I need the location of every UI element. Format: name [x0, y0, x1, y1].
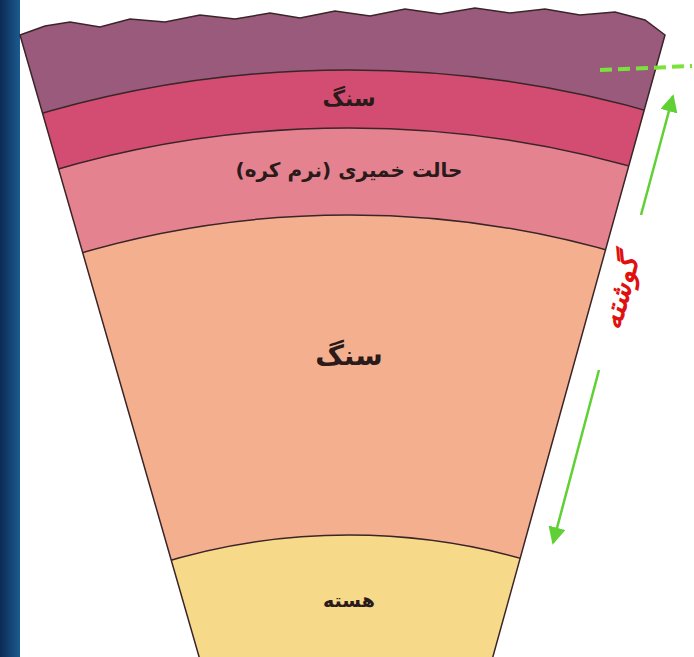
mantle-band: [0, 215, 694, 657]
band-node: سنگ: [307, 337, 391, 374]
core-band-label: هسته: [323, 589, 375, 611]
rock-band: [0, 70, 694, 657]
rock-band-label: سنگ: [322, 86, 375, 111]
side-strip: [0, 0, 20, 657]
band-node: حالت خمیری (نرم کره): [227, 156, 470, 184]
wedge-outline: [20, 8, 665, 657]
band-node: هسته: [315, 587, 383, 613]
dashed-marker: [600, 66, 692, 70]
asthenosphere-band-label: حالت خمیری (نرم کره): [235, 158, 462, 182]
bracket-arrow: [641, 96, 673, 215]
mantle-bracket-label: گوشته: [594, 252, 645, 333]
asthenosphere-band: [0, 128, 694, 657]
core-band: [0, 535, 694, 657]
mantle-band-label: سنگ: [315, 339, 383, 372]
band-node: سنگ: [314, 84, 383, 113]
bracket-arrow: [553, 370, 599, 543]
